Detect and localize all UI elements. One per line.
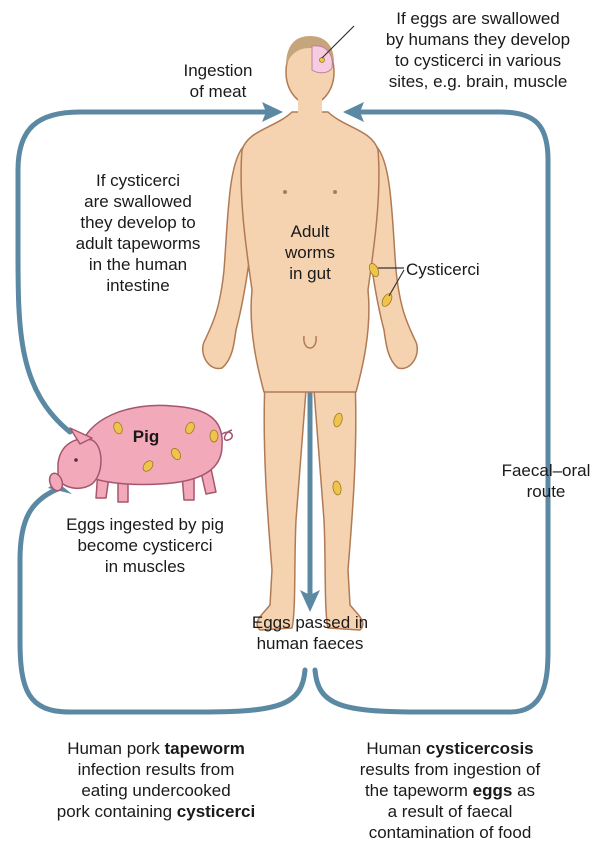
- label-pig: Pig: [126, 426, 166, 447]
- human-nipple-right: [333, 190, 337, 194]
- human-neck: [298, 98, 322, 116]
- cyst-brain: [320, 58, 325, 63]
- label-adult-worms-in-gut: Adult worms in gut: [270, 221, 350, 284]
- label-cysticerci: Cysticerci: [406, 259, 506, 280]
- caption-cysticercosis: Human cysticercosis results from ingesti…: [300, 738, 600, 843]
- label-eggs-passed: Eggs passed in human faeces: [230, 612, 390, 654]
- label-eggs-ingested-by-pig: Eggs ingested by pig become cysticerci i…: [30, 514, 260, 577]
- pig-eye: [74, 458, 78, 462]
- human-left-leg: [257, 380, 306, 630]
- pig-figure: [47, 405, 232, 502]
- label-faecal-oral-route: Faecal–oral route: [484, 460, 608, 502]
- label-cysticerci-swallowed: If cysticerci are swallowed they develop…: [48, 170, 228, 296]
- label-ingestion-of-meat: Ingestion of meat: [158, 60, 278, 102]
- caption-pork-tapeworm: Human pork tapeworm infection results fr…: [16, 738, 296, 822]
- pig-cyst-3: [210, 430, 218, 442]
- label-eggs-swallowed-by-humans: If eggs are swallowed by humans they dev…: [358, 8, 598, 92]
- pig-tail: [222, 430, 232, 440]
- human-nipple-left: [283, 190, 287, 194]
- pig-head: [58, 439, 101, 488]
